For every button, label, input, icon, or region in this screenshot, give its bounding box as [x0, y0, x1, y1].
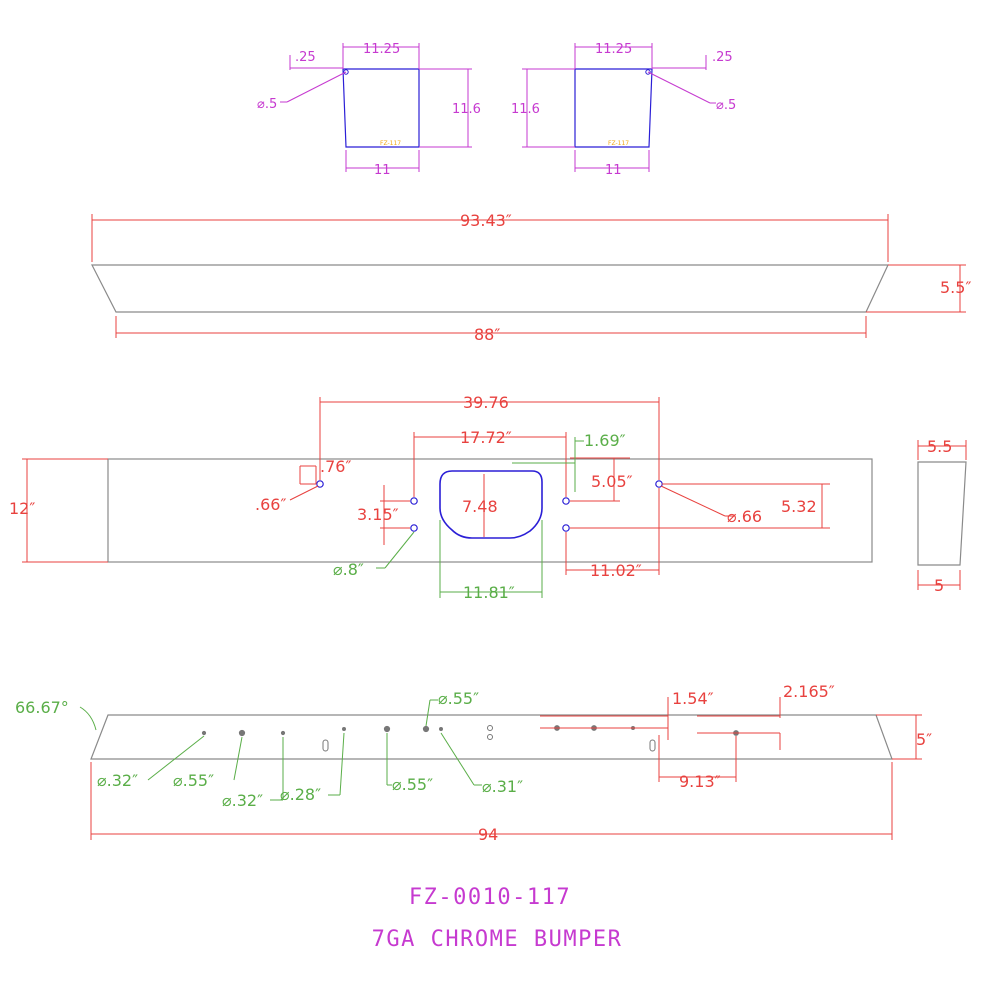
bottom-view-hole-7 [439, 727, 443, 731]
end-plate-left-bottom-width: 11 [374, 163, 391, 178]
bottom-view-hole-5 [383, 725, 391, 733]
end-plate-right-height: 11.6 [511, 102, 540, 117]
front-view-plate-height: 12″ [9, 499, 35, 518]
end-plate-left-height: 11.6 [452, 102, 481, 117]
front-view: 39.76 17.72″ 1.69″ .76″ .66″ 12″ 7.48 3.… [9, 393, 873, 602]
front-view-cutout [439, 470, 543, 539]
top-view: 93.43″ 88″ 5.5″ [91, 211, 971, 344]
front-view-hole-b [410, 524, 418, 532]
front-view-right-hole: ⌀.66 [727, 507, 762, 526]
top-view-depth: 5.5″ [940, 278, 971, 297]
end-plate-left-hole-dia: ⌀.5 [257, 97, 277, 112]
front-view-vert-offset: 5.05″ [591, 472, 633, 491]
bottom-view-d4: ⌀.32″ [97, 771, 138, 790]
front-view-hole-d [562, 524, 570, 532]
bottom-view-d7: ⌀.28″ [280, 785, 321, 804]
end-plate-left-top-width: 11.25 [363, 42, 400, 57]
front-view-hole-offset: .76″ [320, 457, 351, 476]
front-view-hole-dia: .66″ [255, 495, 286, 514]
bottom-view-hole-pair-top [487, 725, 493, 731]
bottom-view-overall: 94 [478, 825, 498, 844]
top-view-bottom-length: 88″ [474, 325, 500, 344]
side-view: 5.5 5 [917, 437, 967, 595]
bottom-view-d1: ⌀.55″ [438, 689, 479, 708]
bottom-view-d5: ⌀.55″ [173, 771, 214, 790]
top-view-outline [91, 264, 889, 313]
bottom-view-outline [90, 714, 893, 760]
part-number: FZ-0010-117 [409, 885, 571, 910]
end-plate-right: 11.25 .25 ⌀.5 11.6 11 FZ-117 [511, 42, 736, 178]
end-plate-left-profile [342, 68, 420, 148]
front-view-lower-hole: ⌀.8″ [333, 560, 364, 579]
bottom-view-angle: 66.67° [15, 698, 69, 717]
front-view-spacing: 3.15″ [357, 505, 399, 524]
side-view-bottom: 5 [934, 576, 944, 595]
bottom-view-d3: 2.165″ [783, 682, 835, 701]
front-view-hole-c [562, 497, 570, 505]
bottom-view-slot-1 [322, 739, 329, 752]
end-plate-left: 11.25 .25 ⌀.5 11.6 11 FZ-117 [257, 42, 481, 178]
side-view-top: 5.5 [927, 437, 952, 456]
bottom-view-hole-3 [280, 730, 286, 736]
end-plate-right-top-width: 11.25 [595, 42, 632, 57]
end-plate-right-bottom-width: 11 [605, 163, 622, 178]
bottom-view-hole-6 [422, 725, 430, 733]
bottom-view-hole-2 [238, 729, 246, 737]
front-view-offset-green: 1.69″ [584, 431, 626, 450]
front-view-center-span: 17.72″ [460, 428, 512, 447]
front-view-right-offset: 11.02″ [590, 561, 642, 580]
bottom-view: 66.67° ⌀.55″ 1.54″ 2.165″ 5″ ⌀.32″ ⌀.55″… [15, 682, 932, 844]
end-plate-left-hole [343, 69, 349, 75]
front-view-outline [107, 458, 873, 563]
front-view-hole-a [410, 497, 418, 505]
bottom-view-hole-1 [201, 730, 207, 736]
bottom-view-height: 5″ [916, 730, 932, 749]
bottom-view-d2: 1.54″ [672, 689, 714, 708]
end-plate-right-hole [645, 69, 651, 75]
front-view-hole-left [316, 480, 324, 488]
bottom-view-d9: ⌀.31″ [482, 777, 523, 796]
bottom-view-d10: 9.13″ [679, 772, 721, 791]
part-description: 7GA CHROME BUMPER [372, 927, 623, 952]
front-view-right-height: 5.32 [781, 497, 817, 516]
bottom-view-hole-4 [342, 727, 346, 731]
end-plate-right-top-offset: .25 [712, 50, 733, 65]
title-block: FZ-0010-117 7GA CHROME BUMPER [372, 885, 623, 952]
end-plate-right-profile [574, 68, 653, 148]
front-view-cutout-height: 7.48 [462, 497, 498, 516]
end-plate-left-top-offset: .25 [295, 50, 316, 65]
top-view-top-length: 93.43″ [460, 211, 512, 230]
front-view-cutout-width: 11.81″ [463, 583, 515, 602]
front-view-span: 39.76 [463, 393, 509, 412]
bottom-view-hole-pair-bottom [487, 734, 493, 740]
bottom-view-slot-2 [649, 739, 656, 752]
bottom-view-d8: ⌀.55″ [392, 775, 433, 794]
end-plate-right-tag: FZ-117 [608, 140, 629, 147]
end-plate-right-hole-dia: ⌀.5 [716, 98, 736, 113]
bottom-view-d6: ⌀.32″ [222, 791, 263, 810]
side-view-outline [917, 461, 967, 566]
end-plate-left-tag: FZ-117 [380, 140, 401, 147]
